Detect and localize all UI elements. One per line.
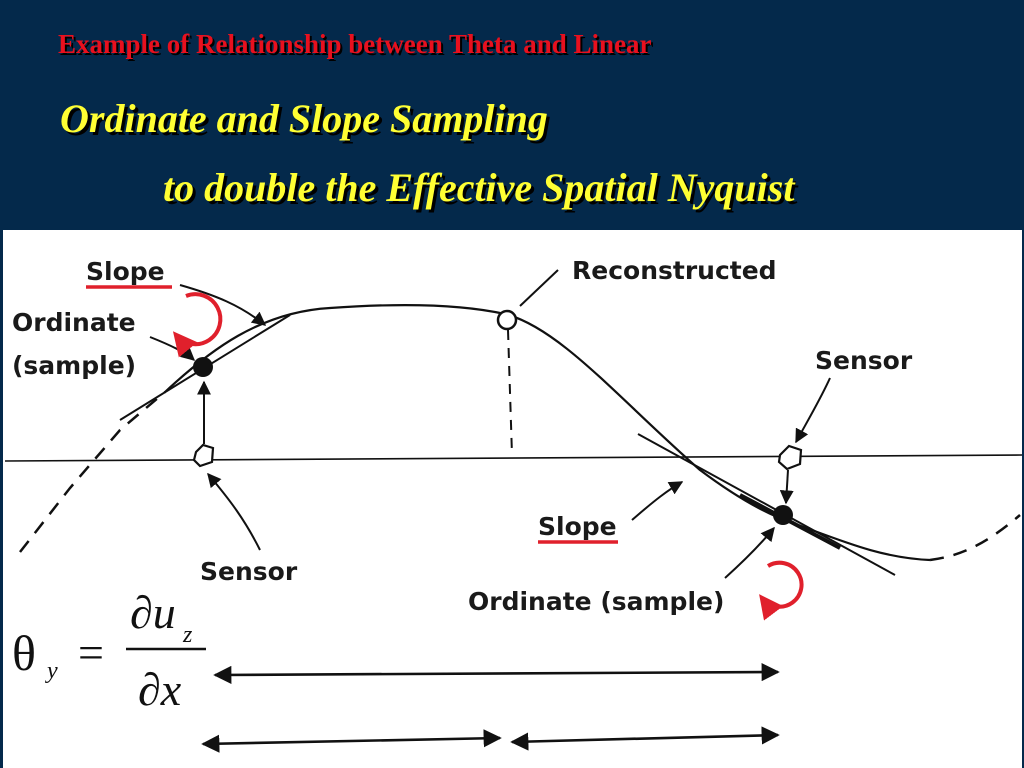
- half-spacing-arrow-right: [510, 726, 780, 751]
- ordinate-right-pointer: [724, 526, 775, 579]
- slide-subtitle-line2: to double the Effective Spatial Nyquist: [163, 165, 795, 210]
- label-slope-right: Slope: [538, 512, 617, 541]
- frame-left-border: [0, 230, 3, 768]
- label-ordinate-left-line2: (sample): [12, 351, 136, 380]
- sensor-right: [777, 444, 803, 471]
- sensor-left-pointer: [207, 472, 261, 551]
- label-sensor-right: Sensor: [815, 346, 913, 375]
- reconstructed-pointer: [519, 269, 559, 307]
- equation-numerator-subscript: z: [182, 622, 193, 648]
- slide-subtitle-line1: Ordinate and Slope Sampling: [60, 96, 548, 141]
- sensor-to-sample-arrow-right: [779, 469, 794, 505]
- sample-spacing-arrow: [213, 662, 780, 685]
- sensor-right-pointer: [795, 377, 831, 444]
- equation-denominator: ∂x: [138, 664, 182, 715]
- label-reconstructed: Reconstructed: [572, 256, 777, 285]
- label-ordinate-left-line1: Ordinate: [12, 308, 136, 337]
- equation-theta-subscript: y: [45, 658, 58, 684]
- waveform-dashed-right: [929, 514, 1021, 562]
- reconstructed-dotted-line: [507, 329, 513, 456]
- reconstructed-point: [496, 309, 518, 331]
- ordinate-left-pointer: [149, 336, 196, 361]
- label-sensor-left: Sensor: [200, 557, 298, 586]
- slope-right-pointer: [631, 481, 684, 521]
- equation-theta: θ: [12, 625, 36, 681]
- sampling-diagram: Slope Ordinate (sample) Sensor Reconstru…: [0, 230, 1024, 768]
- sample-point-right: [773, 505, 793, 525]
- sensor-left: [192, 443, 215, 468]
- half-spacing-arrow-left: [201, 729, 502, 753]
- equation-numerator: ∂u: [130, 587, 176, 638]
- sample-point-left: [193, 357, 213, 377]
- waveform-dashed-left: [19, 391, 166, 553]
- frame-right-border: [1022, 230, 1024, 768]
- label-ordinate-right: Ordinate (sample): [468, 587, 724, 616]
- axis-line: [4, 454, 1023, 462]
- rotation-arrow-left: [172, 292, 223, 358]
- slide-title: Example of Relationship between Theta an…: [58, 29, 652, 59]
- slide-header: Example of Relationship between Theta an…: [0, 0, 1024, 230]
- slope-left-pointer: [179, 284, 267, 326]
- equation-equals: =: [78, 627, 104, 678]
- slope-tangent-right: [637, 433, 896, 576]
- rotation-arrow-right: [759, 560, 804, 621]
- label-slope-left: Slope: [86, 257, 165, 286]
